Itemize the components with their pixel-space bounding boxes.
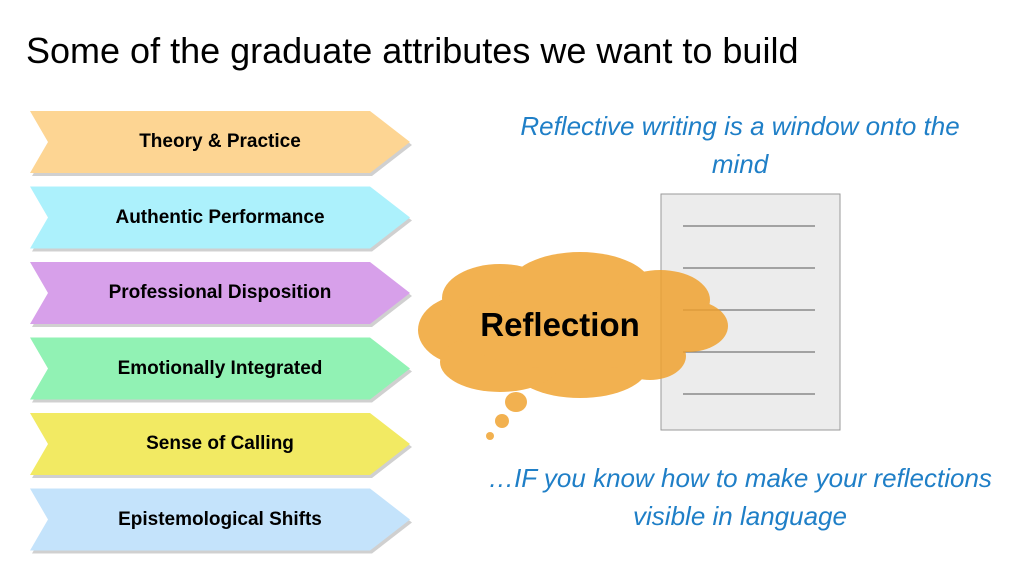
slide-title: Some of the graduate attributes we want … xyxy=(26,30,799,71)
attribute-label: Epistemological Shifts xyxy=(118,508,322,530)
attribute-label: Professional Disposition xyxy=(108,282,332,303)
cloud-puff xyxy=(505,392,527,412)
attribute-arrow xyxy=(30,262,410,324)
reflection-label: Reflection xyxy=(480,306,640,343)
attribute-arrow xyxy=(30,111,410,173)
attribute-label: Emotionally Integrated xyxy=(117,357,323,379)
cloud-puff xyxy=(486,432,494,440)
attribute-arrow xyxy=(30,413,410,475)
attribute-label: Sense of Calling xyxy=(146,433,294,454)
cloud-puff xyxy=(495,414,509,428)
caption-top: Reflective writing is a window onto the … xyxy=(520,111,960,179)
attribute-arrow xyxy=(30,186,410,249)
attribute-arrow xyxy=(30,488,410,551)
caption-bottom: …IF you know how to make your reflection… xyxy=(488,463,992,531)
thought-cloud xyxy=(418,252,728,440)
attribute-label: Theory & Practice xyxy=(139,131,301,152)
cloud-puff xyxy=(455,286,695,370)
attribute-label: Authentic Performance xyxy=(115,206,325,228)
attribute-arrow xyxy=(30,337,410,400)
